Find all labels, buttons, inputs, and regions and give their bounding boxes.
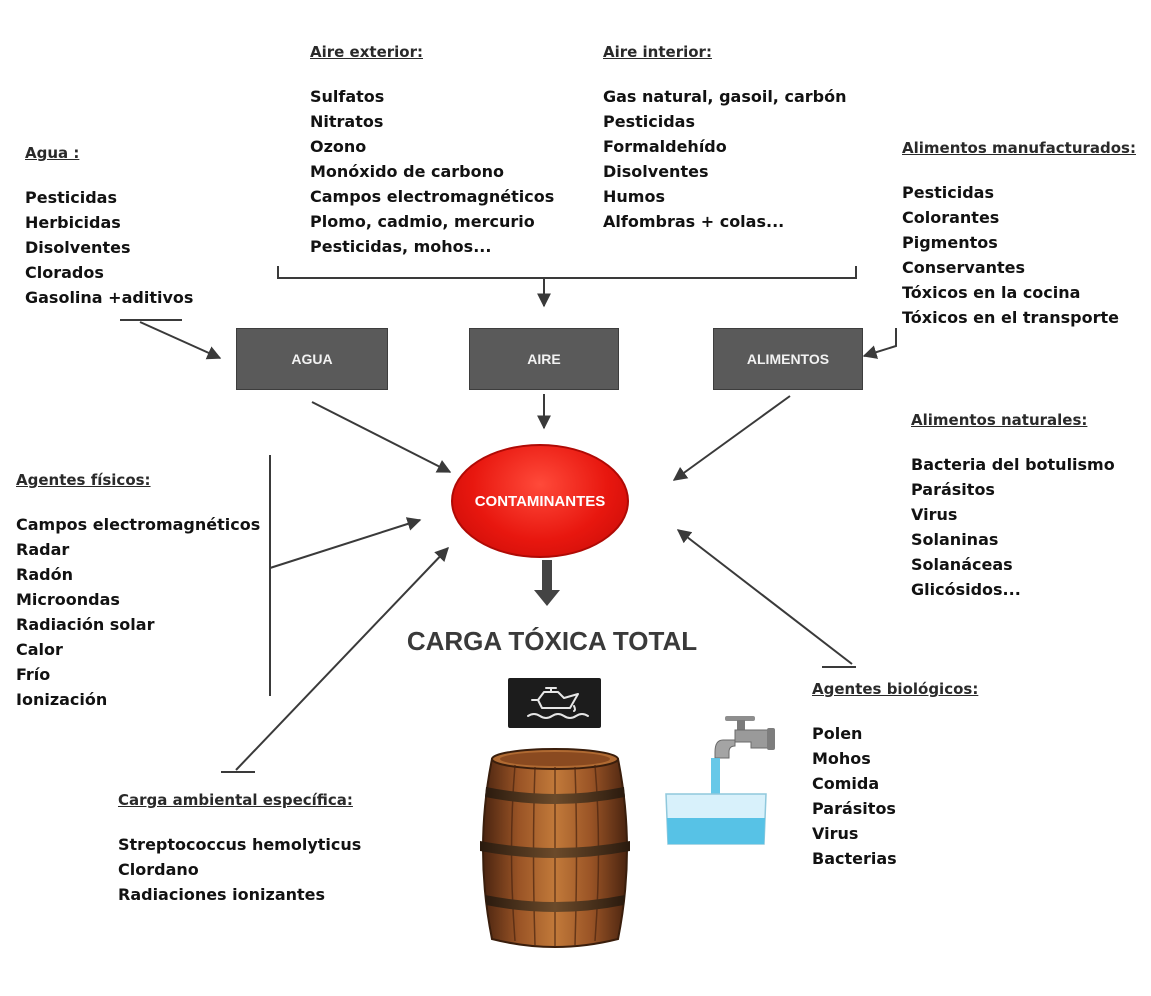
aire-interior-item: Gas natural, gasoil, carbón [603, 87, 847, 106]
carga-toxica-total-title: CARGA TÓXICA TOTAL [406, 626, 698, 656]
aire-interior-item: Disolventes [603, 162, 709, 181]
aire-interior-item: Humos [603, 187, 665, 206]
aire-exterior-item: Pesticidas, mohos... [310, 237, 492, 256]
arrow-alimentos-source-to-box [862, 328, 897, 359]
agentes-fisicos-title: Agentes físicos: [16, 471, 151, 489]
alimentos-naturales-title: Alimentos naturales: [911, 411, 1088, 429]
aire-exterior-block: Aire exterior: Sulfatos Nitratos Ozono M… [310, 42, 554, 259]
agentes-fisicos-block: Agentes físicos: Campos electromagnético… [16, 470, 260, 712]
contaminantes-oval: CONTAMINANTES [451, 444, 629, 558]
agentes-fisicos-item: Radiación solar [16, 615, 155, 634]
alimentos-naturales-item: Glicósidos... [911, 580, 1021, 599]
arrow-carga-ambiental [235, 546, 449, 771]
alimentos-naturales-item: Parásitos [911, 480, 995, 499]
aire-exterior-item: Monóxido de carbono [310, 162, 504, 181]
carga-ambiental-item: Clordano [118, 860, 199, 879]
arrow-agentes-fisicos [269, 517, 422, 569]
agentes-biologicos-item: Parásitos [812, 799, 896, 818]
arrow-agentes-biologicos [676, 529, 853, 665]
agua-source-item: Gasolina +aditivos [25, 288, 194, 307]
aire-exterior-item: Campos electromagnéticos [310, 187, 555, 206]
agua-source-title: Agua : [25, 144, 80, 162]
box-alimentos: ALIMENTOS [713, 328, 863, 390]
agua-source-item: Clorados [25, 263, 104, 282]
alimentos-manufacturados-item: Tóxicos en la cocina [902, 283, 1081, 302]
agentes-biologicos-item: Virus [812, 824, 859, 843]
aire-interior-block: Aire interior: Gas natural, gasoil, carb… [603, 42, 846, 234]
aire-exterior-item: Plomo, cadmio, mercurio [310, 212, 535, 231]
agentes-fisicos-item: Ionización [16, 690, 108, 709]
box-agua: AGUA [236, 328, 388, 390]
agentes-fisicos-item: Campos electromagnéticos [16, 515, 261, 534]
oil-can-icon [508, 678, 601, 728]
arrow-to-carga-total [534, 560, 560, 606]
agentes-biologicos-item: Polen [812, 724, 863, 743]
alimentos-manufacturados-block: Alimentos manufacturados: Pesticidas Col… [902, 138, 1136, 330]
alimentos-naturales-item: Bacteria del botulismo [911, 455, 1115, 474]
aire-exterior-item: Nitratos [310, 112, 384, 131]
alimentos-manufacturados-item: Colorantes [902, 208, 1000, 227]
box-aire: AIRE [469, 328, 619, 390]
agentes-biologicos-block: Agentes biológicos: Polen Mohos Comida P… [812, 679, 978, 871]
alimentos-manufacturados-item: Pigmentos [902, 233, 998, 252]
carga-ambiental-item: Streptococcus hemolyticus [118, 835, 362, 854]
agentes-biologicos-item: Bacterias [812, 849, 897, 868]
agua-source-item: Herbicidas [25, 213, 121, 232]
alimentos-naturales-item: Solanáceas [911, 555, 1013, 574]
agentes-fisicos-item: Frío [16, 665, 51, 684]
aire-interior-item: Pesticidas [603, 112, 695, 131]
aire-exterior-title: Aire exterior: [310, 43, 423, 61]
arrow-agua-source-to-box [139, 321, 222, 360]
arrow-alimentos-to-contaminantes [672, 395, 791, 481]
alimentos-manufacturados-item: Pesticidas [902, 183, 994, 202]
arrow-agua-to-contaminantes [311, 401, 452, 473]
barrel-icon [480, 748, 630, 948]
agua-source-item: Pesticidas [25, 188, 117, 207]
carga-ambiental-title: Carga ambiental específica: [118, 791, 353, 809]
agentes-biologicos-item: Comida [812, 774, 880, 793]
aire-interior-item: Alfombras + colas... [603, 212, 785, 231]
alimentos-manufacturados-item: Tóxicos en el transporte [902, 308, 1119, 327]
aire-exterior-item: Sulfatos [310, 87, 385, 106]
alimentos-manufacturados-title: Alimentos manufacturados: [902, 139, 1136, 157]
agentes-fisicos-item: Radar [16, 540, 70, 559]
agua-source-item: Disolventes [25, 238, 131, 257]
agentes-biologicos-title: Agentes biológicos: [812, 680, 979, 698]
agentes-fisicos-item: Radón [16, 565, 73, 584]
aire-interior-title: Aire interior: [603, 43, 712, 61]
carga-ambiental-block: Carga ambiental específica: Streptococcu… [118, 790, 361, 907]
agua-source-block: Agua : Pesticidas Herbicidas Disolventes… [25, 143, 193, 310]
aire-exterior-item: Ozono [310, 137, 367, 156]
aire-interior-item: Formaldehído [603, 137, 727, 156]
alimentos-manufacturados-item: Conservantes [902, 258, 1026, 277]
alimentos-naturales-block: Alimentos naturales: Bacteria del botuli… [911, 410, 1115, 602]
faucet-icon [714, 716, 775, 759]
agentes-fisicos-item: Calor [16, 640, 63, 659]
carga-ambiental-item: Radiaciones ionizantes [118, 885, 326, 904]
alimentos-naturales-item: Solaninas [911, 530, 999, 549]
alimentos-naturales-item: Virus [911, 505, 958, 524]
water-basin-icon [665, 758, 767, 845]
agentes-biologicos-item: Mohos [812, 749, 871, 768]
agentes-fisicos-item: Microondas [16, 590, 120, 609]
air-bracket [277, 266, 857, 279]
